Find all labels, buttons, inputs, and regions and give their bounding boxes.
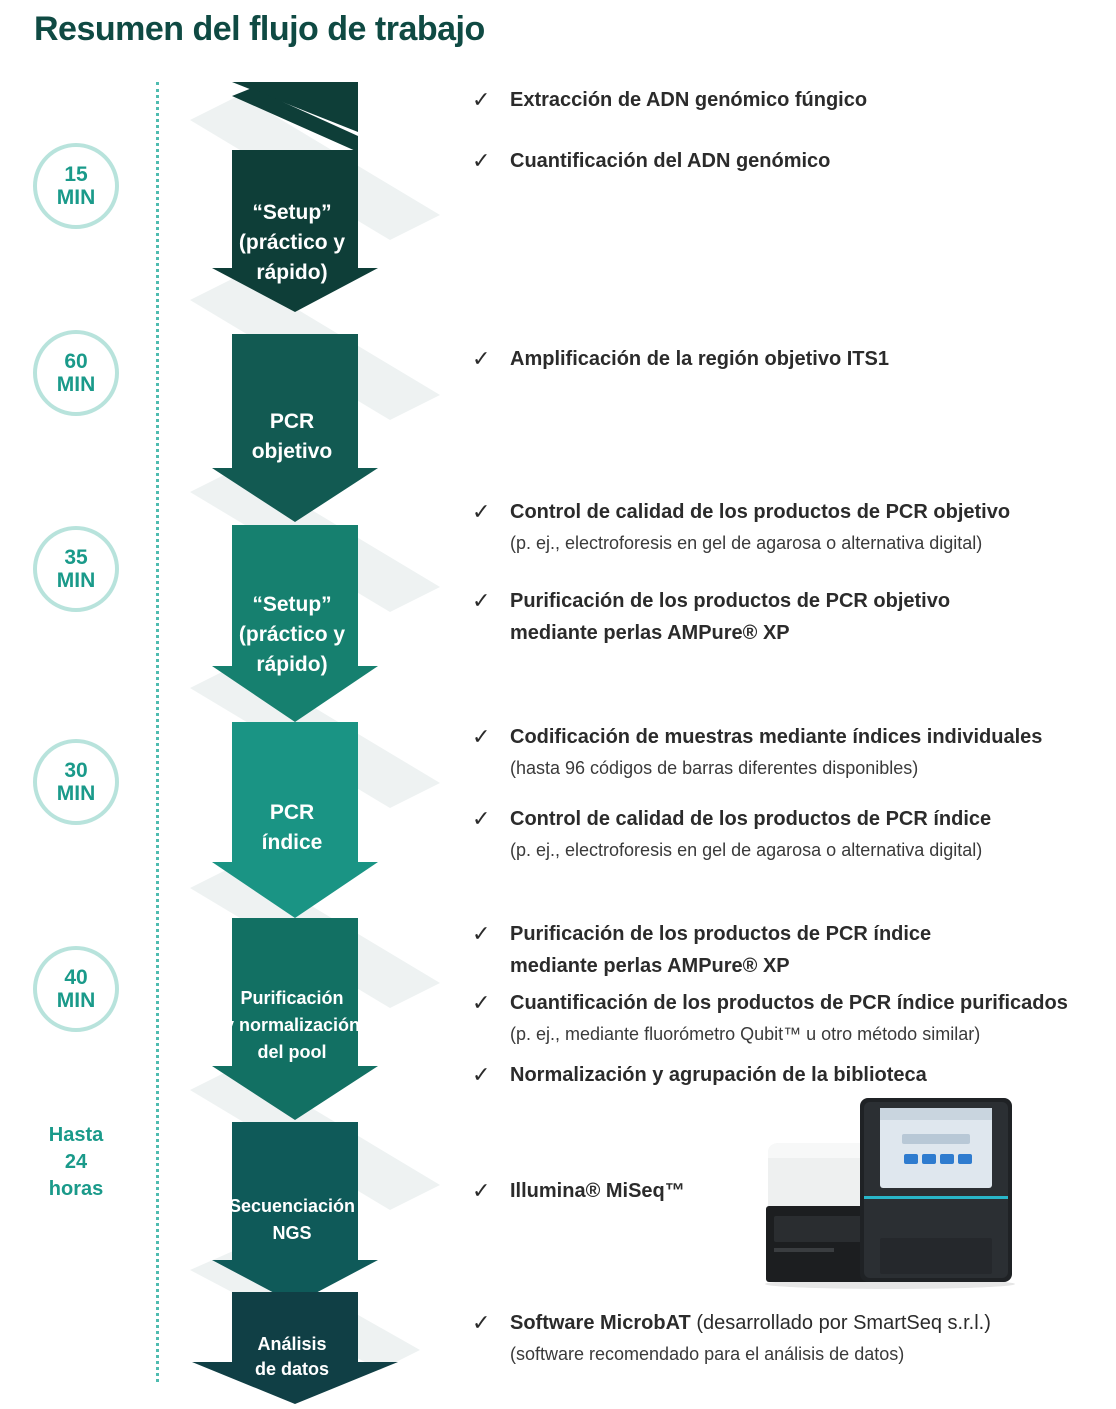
- checkmark-icon: ✓: [472, 1062, 491, 1087]
- header-stripe: [232, 88, 358, 152]
- checkmark-icon: ✓: [472, 499, 491, 524]
- checkmark-icon: ✓: [472, 990, 491, 1015]
- stage-arrow-5: [212, 918, 378, 1120]
- checklist-item: ✓ Purificación de los productos de PCR o…: [472, 585, 1072, 649]
- duration-unit: MIN: [56, 373, 96, 396]
- stage-arrow-4: [212, 722, 378, 918]
- checklist-item: ✓ Normalización y agrupación de la bibli…: [472, 1059, 1072, 1091]
- duration-circle: 35 MIN: [33, 526, 119, 612]
- duration-unit: MIN: [56, 569, 96, 592]
- duration-value: 15: [64, 163, 88, 186]
- checklist-item: ✓ Cuantificación de los productos de PCR…: [472, 987, 1092, 1049]
- checkmark-icon: ✓: [472, 1178, 491, 1203]
- checklist-item: ✓ Codificación de muestras mediante índi…: [472, 721, 1072, 783]
- duration-value: 35: [64, 546, 88, 569]
- duration-value: 60: [64, 350, 88, 373]
- stage-arrow-2: [212, 334, 378, 522]
- stage-arrow-1: [212, 150, 378, 312]
- checklist-item: ✓ Illumina® MiSeq™: [472, 1175, 732, 1207]
- checklist-item: ✓ Extracción de ADN genómico fúngico: [472, 84, 1072, 116]
- duration-circle: 60 MIN: [33, 330, 119, 416]
- checkmark-icon: ✓: [472, 806, 491, 831]
- duration-value: 40: [64, 966, 88, 989]
- checklist-item: ✓ Software MicrobAT (desarrollado por Sm…: [472, 1307, 1072, 1369]
- duration-unit: MIN: [56, 186, 96, 209]
- duration-circle: 30 MIN: [33, 739, 119, 825]
- stage-arrow-7: [192, 1292, 398, 1404]
- stage-arrow-6: [212, 1122, 378, 1304]
- duration-hours: Hasta 24 horas: [48, 1124, 104, 1200]
- duration-circle: 15 MIN: [33, 143, 119, 229]
- checkmark-icon: ✓: [472, 921, 491, 946]
- page-title: Resumen del flujo de trabajo: [34, 10, 485, 48]
- checklist-item: ✓ Control de calidad de los productos de…: [472, 496, 1072, 558]
- checklist-item: ✓ Cuantificación del ADN genómico: [472, 145, 1072, 177]
- checklist-item: ✓ Control de calidad de los productos de…: [472, 803, 1072, 865]
- checklist-item: ✓ Purificación de los productos de PCR í…: [472, 918, 1072, 982]
- sequencer-instrument-image: [765, 1098, 1015, 1289]
- checkmark-icon: ✓: [472, 1310, 491, 1335]
- checkmark-icon: ✓: [472, 724, 491, 749]
- duration-unit: MIN: [56, 782, 96, 805]
- checklist-item: ✓ Amplificación de la región objetivo IT…: [472, 343, 1072, 375]
- duration-circle: 40 MIN: [33, 946, 119, 1032]
- checkmark-icon: ✓: [472, 148, 491, 173]
- checkmark-icon: ✓: [472, 346, 491, 371]
- checkmark-icon: ✓: [472, 588, 491, 613]
- checkmark-icon: ✓: [472, 87, 491, 112]
- stage-arrow-3: [212, 525, 378, 722]
- duration-value: 30: [64, 759, 88, 782]
- duration-unit: MIN: [56, 989, 96, 1012]
- timeline-dotted-line: [156, 82, 159, 1382]
